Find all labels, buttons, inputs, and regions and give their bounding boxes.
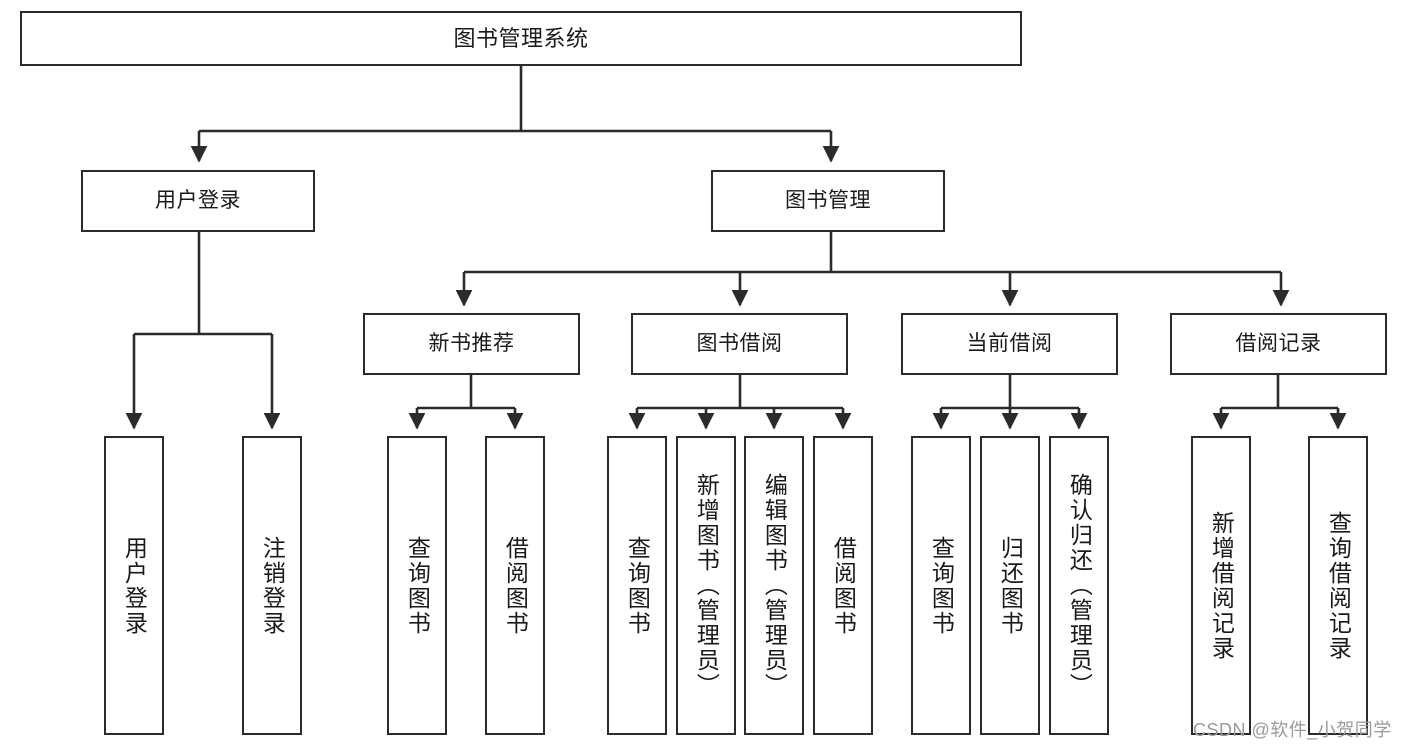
node-label: 注销登录 xyxy=(259,535,286,636)
node-book-borrow[interactable]: 图书借阅 xyxy=(631,313,848,375)
node-root-system[interactable]: 图书管理系统 xyxy=(20,11,1022,66)
node-label: 图书借阅 xyxy=(696,331,783,355)
node-label: 查询图书 xyxy=(928,535,955,636)
node-label: 新增借阅记录 xyxy=(1208,510,1235,661)
node-user-login[interactable]: 用户登录 xyxy=(81,170,315,232)
leaf-add-book[interactable]: 新增图书（管理员） xyxy=(676,436,736,735)
node-current-borrow[interactable]: 当前借阅 xyxy=(901,313,1118,375)
leaf-borrow-book-recommend[interactable]: 借阅图书 xyxy=(485,436,545,735)
node-label: 图书管理 xyxy=(785,188,871,212)
node-borrow-record[interactable]: 借阅记录 xyxy=(1170,313,1387,375)
leaf-user-logout[interactable]: 注销登录 xyxy=(242,436,302,735)
node-book-management[interactable]: 图书管理 xyxy=(711,170,945,232)
node-label: 借阅记录 xyxy=(1235,331,1322,355)
node-label: 新增图书（管理员） xyxy=(693,473,720,698)
leaf-confirm-return[interactable]: 确认归还（管理员） xyxy=(1049,436,1109,735)
node-label: 用户登录 xyxy=(121,535,148,636)
leaf-return-book[interactable]: 归还图书 xyxy=(980,436,1040,735)
leaf-query-book-recommend[interactable]: 查询图书 xyxy=(387,436,447,735)
node-label: 查询图书 xyxy=(624,535,651,636)
node-new-book-recommend[interactable]: 新书推荐 xyxy=(363,313,580,375)
leaf-borrow-book[interactable]: 借阅图书 xyxy=(813,436,873,735)
node-label: 归还图书 xyxy=(997,535,1024,636)
leaf-query-book-current[interactable]: 查询图书 xyxy=(911,436,971,735)
leaf-query-book-borrow[interactable]: 查询图书 xyxy=(607,436,667,735)
node-label: 新书推荐 xyxy=(428,331,515,355)
leaf-query-borrow-record[interactable]: 查询借阅记录 xyxy=(1308,436,1368,735)
node-label: 借阅图书 xyxy=(830,535,857,636)
watermark-text: CSDN @软件_小贺同学 xyxy=(1193,720,1392,740)
node-label: 确认归还（管理员） xyxy=(1066,473,1093,698)
node-label: 编辑图书（管理员） xyxy=(761,473,788,698)
node-label: 当前借阅 xyxy=(966,331,1053,355)
node-label: 查询借阅记录 xyxy=(1325,510,1352,661)
leaf-add-borrow-record[interactable]: 新增借阅记录 xyxy=(1191,436,1251,735)
leaf-user-login[interactable]: 用户登录 xyxy=(104,436,164,735)
node-label: 图书管理系统 xyxy=(453,25,589,51)
leaf-edit-book[interactable]: 编辑图书（管理员） xyxy=(744,436,804,735)
node-label: 借阅图书 xyxy=(502,535,529,636)
node-label: 查询图书 xyxy=(404,535,431,636)
node-label: 用户登录 xyxy=(155,188,241,212)
